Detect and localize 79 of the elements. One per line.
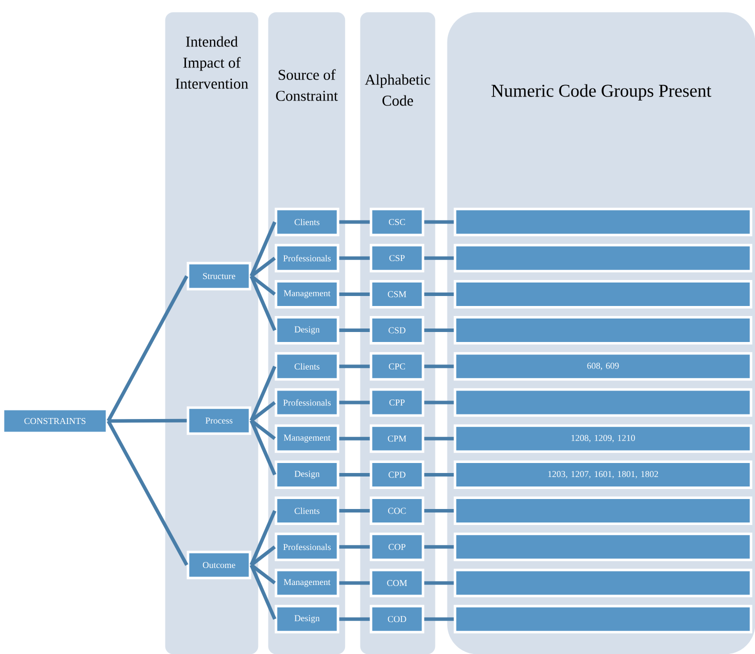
- category-box: Clients: [274, 496, 340, 526]
- connector-line: [424, 328, 454, 332]
- connector-line: [250, 275, 276, 331]
- connector-line: [424, 617, 454, 621]
- category-box: Management: [274, 568, 340, 598]
- code-box: CPM: [370, 424, 424, 453]
- empty-bar: [454, 604, 752, 634]
- connector-line: [250, 564, 276, 584]
- code-box: CSD: [370, 316, 424, 345]
- connector-line: [424, 581, 454, 585]
- code-box: 1208, 1209, 1210: [454, 424, 752, 453]
- empty-bar: [454, 532, 752, 562]
- code-box: CSC: [370, 208, 424, 236]
- category-box: CONSTRAINTS: [2, 408, 108, 434]
- code-box: 608, 609: [454, 352, 752, 381]
- empty-bar: [454, 244, 752, 272]
- category-box: Design: [274, 460, 340, 489]
- empty-bar: [454, 280, 752, 308]
- code-box: COM: [370, 568, 424, 598]
- connector-line: [339, 364, 370, 368]
- connector-line: [250, 564, 276, 620]
- category-box: Professionals: [274, 388, 340, 417]
- code-box: CPD: [370, 460, 424, 489]
- code-box: COC: [370, 496, 424, 526]
- category-box: Design: [274, 604, 340, 634]
- empty-bar: [454, 208, 752, 236]
- code-box: COP: [370, 532, 424, 562]
- connector-line: [339, 400, 370, 404]
- connector-line: [250, 256, 276, 278]
- category-box: Structure: [186, 262, 252, 290]
- connector-line: [250, 221, 276, 277]
- connector-line: [339, 617, 370, 621]
- connector-line: [108, 418, 187, 423]
- connector-line: [424, 436, 454, 440]
- category-box: Clients: [274, 352, 340, 381]
- connector-line: [424, 364, 454, 368]
- category-box: Professionals: [274, 532, 340, 562]
- connector-line: [424, 400, 454, 404]
- category-box: Process: [186, 406, 252, 435]
- code-box: 1203, 1207, 1601, 1801, 1802: [454, 460, 752, 489]
- connector-line: [424, 256, 454, 260]
- connector-line: [339, 220, 370, 224]
- category-box: Design: [274, 316, 340, 345]
- connector-line: [250, 274, 276, 296]
- connector-line: [424, 509, 454, 513]
- category-box: Management: [274, 424, 340, 453]
- connector-line: [250, 366, 276, 422]
- connector-line: [424, 292, 454, 296]
- connector-line: [339, 292, 370, 296]
- connector-line: [339, 509, 370, 513]
- connector-line: [424, 472, 454, 476]
- connector-line: [339, 545, 370, 549]
- empty-bar: [454, 496, 752, 526]
- connector-line: [250, 420, 276, 476]
- connector-line: [339, 581, 370, 585]
- connector-line: [339, 436, 370, 440]
- connector-line: [339, 256, 370, 260]
- empty-bar: [454, 388, 752, 417]
- code-box: CPP: [370, 388, 424, 417]
- connector-line: [424, 545, 454, 549]
- connector-line: [339, 472, 370, 476]
- code-box: CSP: [370, 244, 424, 272]
- connector-line: [250, 510, 276, 566]
- connector-line: [106, 420, 188, 566]
- connector-line: [250, 546, 276, 566]
- category-box: Professionals: [274, 244, 340, 272]
- connector-line: [424, 220, 454, 224]
- connector-line: [250, 419, 276, 440]
- connector-line: [250, 401, 276, 422]
- code-box: COD: [370, 604, 424, 634]
- category-box: Management: [274, 280, 340, 308]
- category-box: Outcome: [186, 550, 252, 580]
- code-box: CPC: [370, 352, 424, 381]
- code-box: CSM: [370, 280, 424, 308]
- category-box: Clients: [274, 208, 340, 236]
- connector-line: [339, 328, 370, 332]
- empty-bar: [454, 568, 752, 598]
- empty-bar: [454, 316, 752, 345]
- connector-line: [106, 275, 188, 422]
